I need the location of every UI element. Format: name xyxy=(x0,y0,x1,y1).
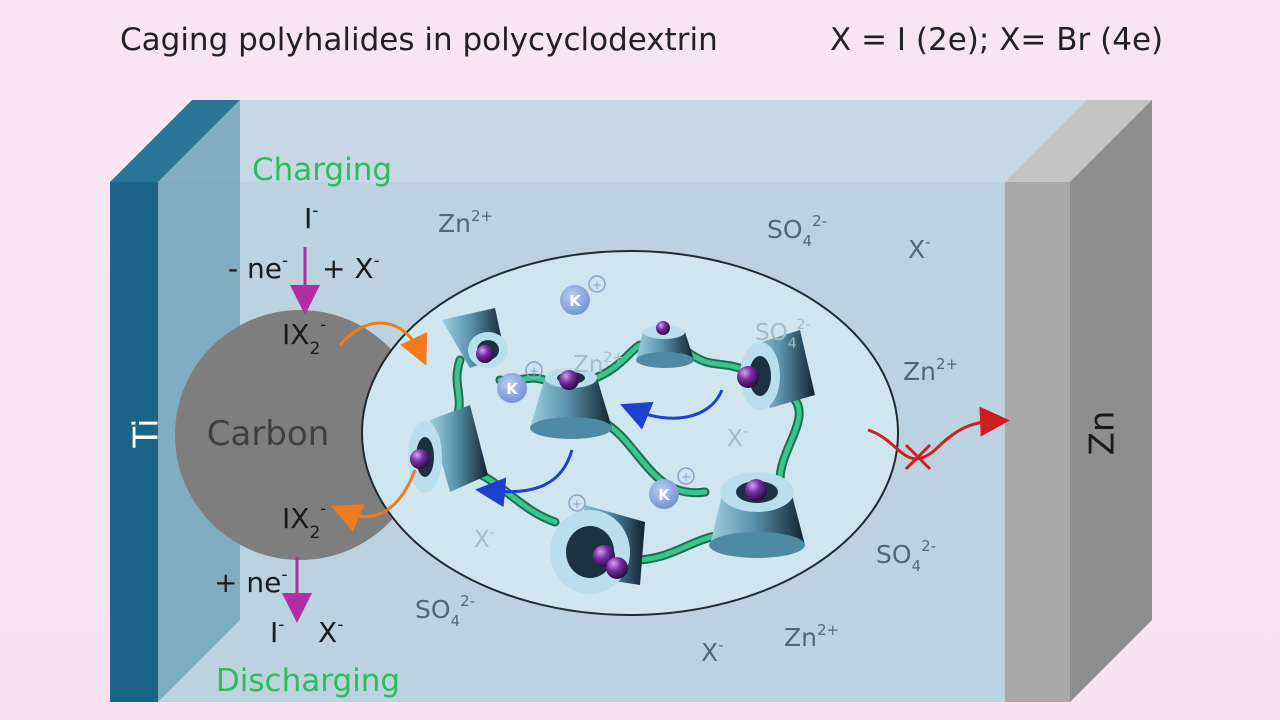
zinc-ion: Zn2+ xyxy=(784,621,839,652)
sulfate-ion: SO42- xyxy=(767,212,827,250)
svg-text:K: K xyxy=(506,380,519,398)
svg-text:+: + xyxy=(572,497,582,511)
svg-text:+: + xyxy=(529,364,539,378)
sulfate-ion-faint: SO42- xyxy=(755,317,811,352)
charging-label: Charging xyxy=(252,152,392,188)
discharge-electron-step: + ne- xyxy=(214,565,287,599)
cyclodextrin-cage xyxy=(737,330,815,410)
carbon-particle xyxy=(175,310,425,560)
iodine-atom xyxy=(745,479,767,501)
carbon-label: Carbon xyxy=(207,414,330,454)
charge-halide-add: + X- xyxy=(322,251,380,285)
sulfate-ion: SO42- xyxy=(876,537,936,575)
halide-formula: X = I (2e); X= Br (4e) xyxy=(830,22,1164,58)
cyclodextrin-cage xyxy=(636,321,694,368)
halide-ion-faint: X- xyxy=(727,424,748,452)
halide-ion: X- xyxy=(908,233,931,264)
iodine-atom xyxy=(606,557,628,579)
sulfate-ion: SO42- xyxy=(415,592,475,630)
svg-text:K: K xyxy=(569,292,582,310)
cyclodextrin-cage xyxy=(408,405,488,493)
ti-label: Ti xyxy=(127,418,167,448)
potassium-ion: K + xyxy=(560,275,606,315)
blocked-shuttle-arrow xyxy=(867,406,1010,461)
halide-ion: X- xyxy=(701,636,724,667)
migration-arrow xyxy=(475,449,574,508)
halide-ion-faint: X- xyxy=(474,525,495,553)
iodine-atom xyxy=(410,449,430,469)
svg-text:+: + xyxy=(592,278,602,292)
cyclodextrin-cage xyxy=(442,308,508,368)
polyhalide-bottom: IX2- xyxy=(282,499,326,543)
migration-arrow xyxy=(620,389,724,430)
discharging-label: Discharging xyxy=(216,663,400,699)
cyclodextrin-cage xyxy=(530,368,612,439)
iodine-atom xyxy=(559,370,579,390)
svg-text:K: K xyxy=(658,486,671,504)
transfer-out-arrow xyxy=(331,469,417,532)
discharge-halide: X- xyxy=(318,615,343,649)
zinc-ion: Zn2+ xyxy=(903,355,958,386)
iodine-atom xyxy=(656,321,670,335)
charge-electron-step: - ne- xyxy=(228,251,288,285)
zinc-ion-faint: Zn2+ xyxy=(573,350,624,378)
charge-reactant: I- xyxy=(304,201,318,235)
zn-electrode xyxy=(1005,100,1152,702)
zn-label: Zn xyxy=(1083,411,1123,456)
svg-text:+: + xyxy=(681,470,691,484)
iodine-atom xyxy=(737,366,759,388)
potassium-ion: + xyxy=(568,494,586,512)
cyclodextrin-cage xyxy=(709,472,805,558)
zinc-ion: Zn2+ xyxy=(438,207,493,238)
transfer-in-arrow xyxy=(338,321,428,366)
potassium-ion: K + xyxy=(497,361,543,403)
iodine-atom xyxy=(476,345,494,363)
polyhalide-top: IX2- xyxy=(282,315,326,359)
diagram-title: Caging polyhalides in polycyclodextrin xyxy=(120,22,718,58)
cyclodextrin-cage xyxy=(550,505,645,594)
discharge-iodide: I- xyxy=(270,615,284,649)
block-cross-icon xyxy=(904,443,932,471)
potassium-ion: K + xyxy=(649,467,695,509)
